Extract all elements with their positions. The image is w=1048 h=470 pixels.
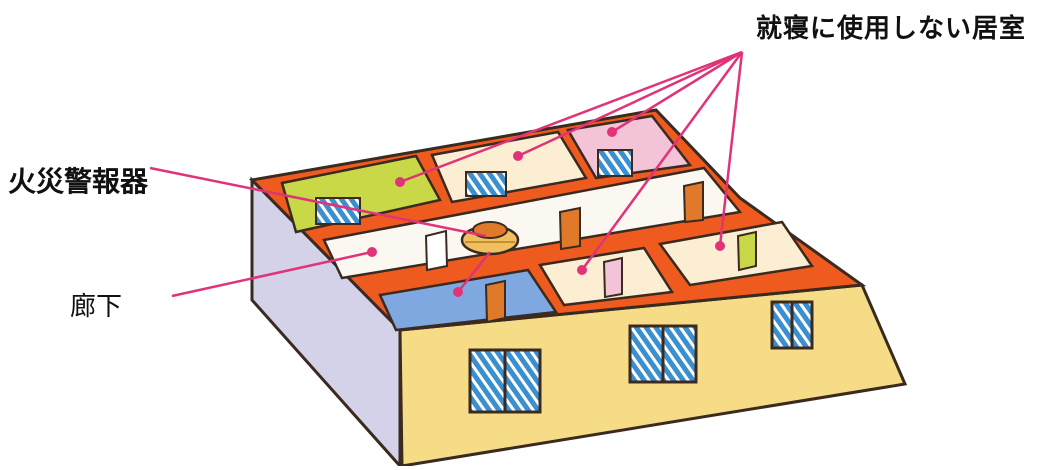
door-icon (604, 258, 622, 297)
leader-line (612, 52, 742, 132)
window-icon (598, 150, 632, 176)
door-icon (486, 281, 505, 322)
door-icon (684, 182, 703, 222)
label-hallway: 廊下 (70, 286, 122, 323)
door-icon (426, 231, 447, 270)
door-icon (560, 208, 580, 249)
door-icon (738, 232, 756, 270)
label-rooms-not-for-sleeping: 就寝に使用しない居室 (756, 8, 1026, 45)
label-fire-alarm: 火災警報器 (8, 160, 148, 200)
window-icon (466, 172, 506, 196)
